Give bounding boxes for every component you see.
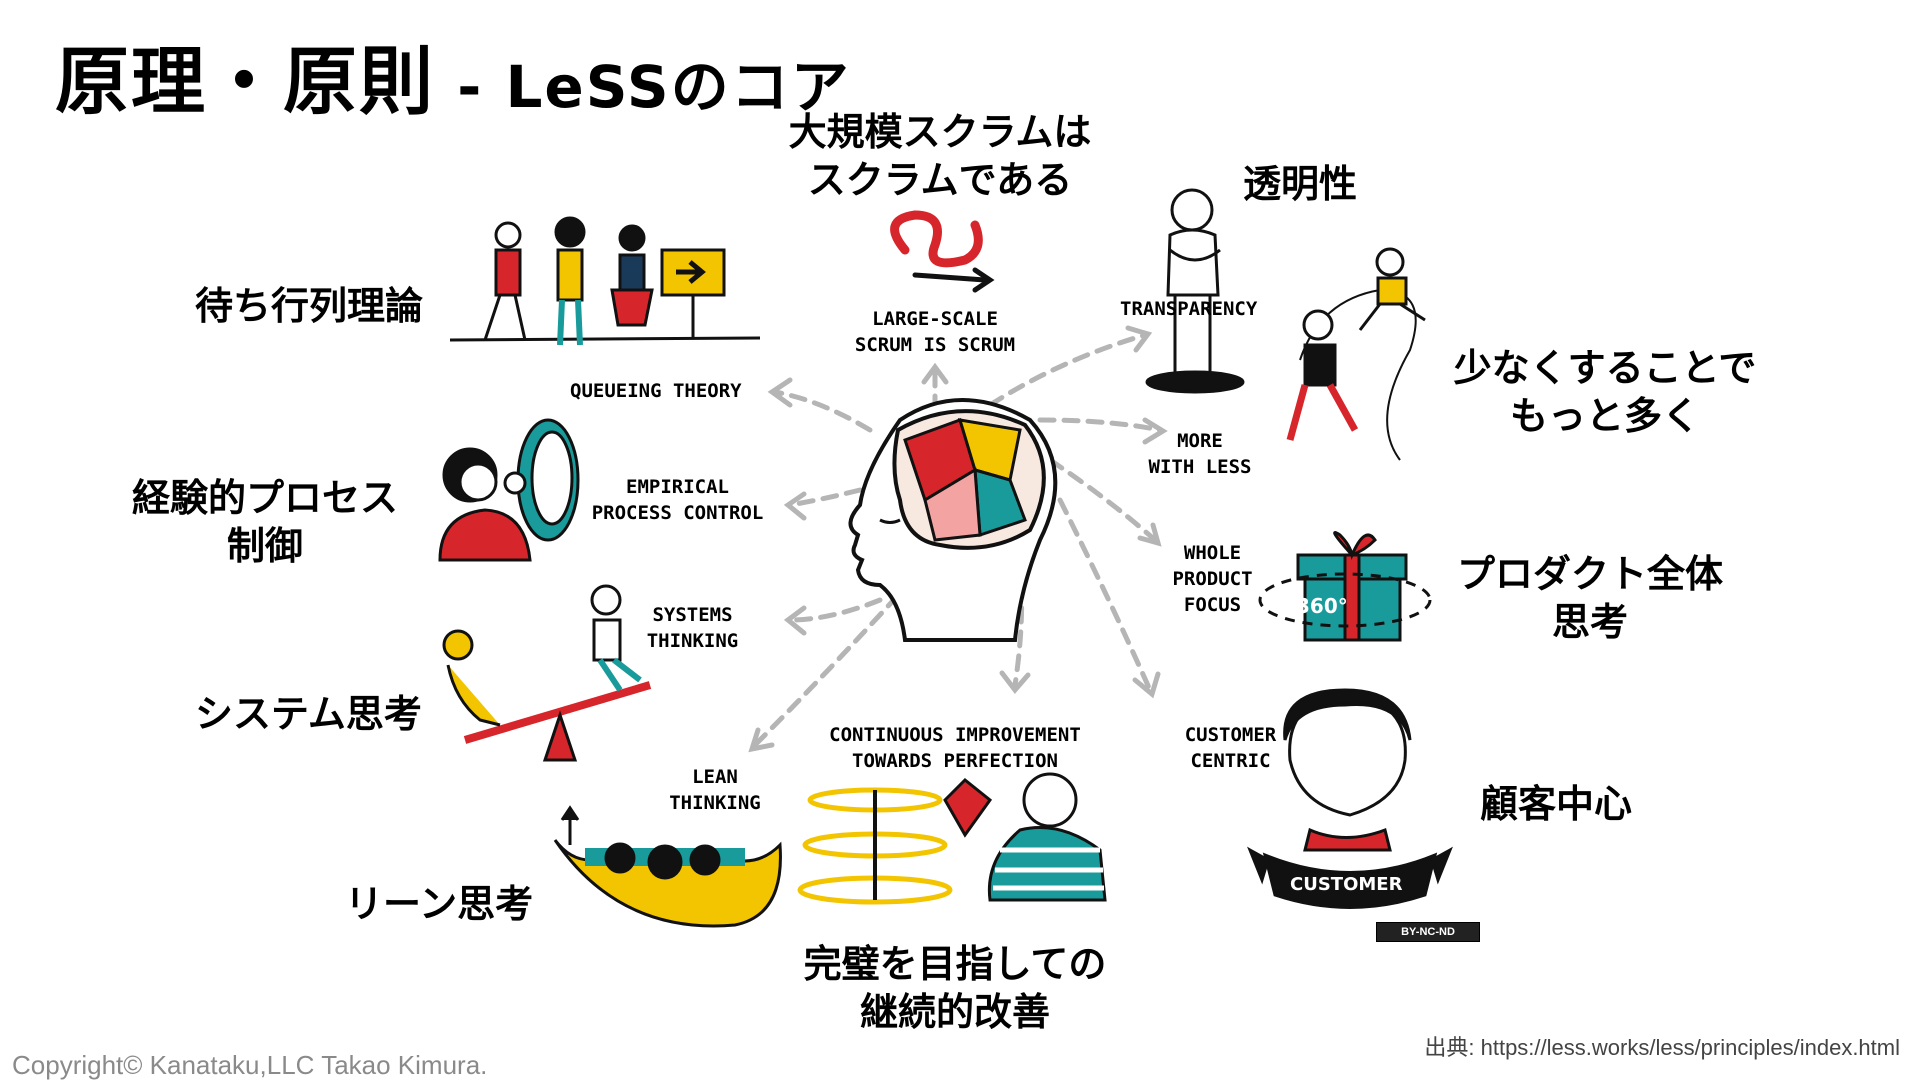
jp-line: 完璧を目指しての <box>803 942 1107 986</box>
en-line: EMPIRICAL <box>626 476 729 498</box>
runners-illustration <box>1286 247 1426 461</box>
principle-continuous-improvement-jp: 完璧を目指しての 継続的改善 <box>770 940 1140 1036</box>
arrow-systems <box>787 597 883 623</box>
customer-illustration <box>1247 688 1453 909</box>
gift-360-label: 360° <box>1296 594 1348 618</box>
arrowheads <box>748 325 1168 753</box>
jp-line: 待ち行列理論 <box>195 284 424 328</box>
principle-more-with-less-jp: 少なくすることで もっと多く <box>1440 344 1770 440</box>
principle-large-scale-en: LARGE-SCALE SCRUM IS SCRUM <box>820 306 1050 358</box>
principle-lean-thinking-jp: リーン思考 <box>345 880 533 928</box>
principle-transparency-jp: 透明性 <box>1243 160 1357 208</box>
en-line: TOWARDS PERFECTION <box>852 750 1058 772</box>
customer-banner-label: CUSTOMER <box>1290 874 1403 895</box>
improvement-illustration <box>797 772 1107 905</box>
principle-lean-thinking-en: LEAN THINKING <box>665 764 765 816</box>
en-line: LEAN <box>692 766 738 788</box>
jp-line: 少なくすることで <box>1453 346 1757 390</box>
en-line: CONTINUOUS IMPROVEMENT <box>829 724 1081 746</box>
arrow-queueing <box>772 389 873 433</box>
en-line: QUEUEING THEORY <box>570 380 742 402</box>
en-line: THINKING <box>669 792 761 814</box>
jp-line: 経験的プロセス <box>131 476 398 520</box>
thinking-head <box>848 398 1058 642</box>
license-badge: BY-NC-ND <box>1376 922 1480 942</box>
empirical-illustration <box>438 418 580 562</box>
page-title: 原理・原則 - LeSSのコア <box>55 22 851 129</box>
en-line: PROCESS CONTROL <box>591 502 764 524</box>
principle-systems-thinking-jp: システム思考 <box>195 690 422 738</box>
en-line: FOCUS <box>1183 594 1242 616</box>
principle-continuous-improvement-en: CONTINUOUS IMPROVEMENT TOWARDS PERFECTIO… <box>815 722 1095 774</box>
jp-line: 透明性 <box>1243 162 1358 206</box>
en-line: WITH LESS <box>1148 456 1252 478</box>
jp-line: 思考 <box>1551 600 1628 644</box>
jp-line: スクラムである <box>807 158 1073 202</box>
jp-line: 制御 <box>226 524 303 568</box>
principle-whole-product-en: WHOLE PRODUCT FOCUS <box>1160 540 1265 618</box>
en-line: CUSTOMER <box>1184 724 1277 746</box>
arrow-transparency <box>987 332 1148 408</box>
jp-line: 顧客中心 <box>1480 782 1633 826</box>
copyright-text: Copyright© Kanataku,LLC Takao Kimura. <box>12 1050 488 1080</box>
lean-boat-illustration <box>553 805 782 928</box>
principle-more-with-less-en: MORE WITH LESS <box>1145 428 1255 480</box>
jp-line: リーン思考 <box>345 882 534 926</box>
en-line: MORE <box>1177 430 1223 452</box>
en-line: CENTRIC <box>1190 750 1271 772</box>
transparency-illustration <box>1145 188 1245 394</box>
arrow-whole-product <box>1047 457 1158 543</box>
principle-transparency-en: TRANSPARENCY <box>1120 296 1257 322</box>
principle-large-scale-jp: 大規模スクラムは スクラムである <box>755 108 1125 204</box>
jp-line: プロダクト全体 <box>1456 552 1723 596</box>
arrow-more-less <box>1037 417 1163 433</box>
seesaw-illustration <box>442 584 652 762</box>
gift-box-illustration <box>1258 531 1432 642</box>
principle-queueing-en: QUEUEING THEORY <box>570 378 742 404</box>
principle-customer-centric-jp: 顧客中心 <box>1480 780 1632 828</box>
principle-queueing-jp: 待ち行列理論 <box>195 282 423 330</box>
arrow-empirical <box>787 487 863 508</box>
en-line: SCRUM IS SCRUM <box>854 334 1016 356</box>
en-line: SYSTEMS <box>652 604 733 626</box>
title-sub: - LeSSのコア <box>435 53 851 121</box>
arrow-customer <box>1057 497 1153 693</box>
en-line: LARGE-SCALE <box>872 308 998 330</box>
source-link[interactable]: 出典: https://less.works/less/principles/i… <box>1424 1035 1900 1060</box>
principle-systems-thinking-en: SYSTEMS THINKING <box>640 602 745 654</box>
scrum-loop-icon <box>890 210 995 293</box>
principle-empirical-en: EMPIRICAL PROCESS CONTROL <box>585 474 770 526</box>
jp-line: システム思考 <box>195 692 422 736</box>
en-line: TRANSPARENCY <box>1120 298 1258 320</box>
queueing-illustration <box>449 216 761 346</box>
principle-empirical-jp: 経験的プロセス 制御 <box>120 474 410 570</box>
jp-line: もっと多く <box>1509 394 1700 438</box>
jp-line: 大規模スクラムは <box>788 110 1092 154</box>
jp-line: 継続的改善 <box>859 990 1050 1034</box>
title-main: 原理・原則 <box>55 39 435 125</box>
en-line: PRODUCT <box>1172 568 1253 590</box>
en-line: WHOLE <box>1183 542 1242 564</box>
principle-customer-centric-en: CUSTOMER CENTRIC <box>1168 722 1293 774</box>
principle-whole-product-jp: プロダクト全体 思考 <box>1440 550 1740 646</box>
en-line: THINKING <box>646 630 739 652</box>
